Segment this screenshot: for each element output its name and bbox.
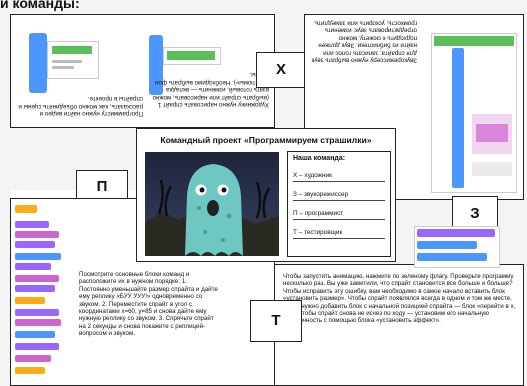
role-programmer: П – программист <box>293 207 385 220</box>
ghost-illustration <box>145 152 279 256</box>
panel-tester: Чтобы запустить анимацию, нажмите по зел… <box>274 264 524 386</box>
panel-sound-text: Звукорежиссеру нужно выбрать звук для сп… <box>311 19 417 64</box>
panel-artist: Художнику нужно нарисовать спрайт 1 (выб… <box>10 14 275 128</box>
header-partial: й команды: <box>0 0 80 11</box>
project-title: Командный проект «Программируем страшилк… <box>160 135 372 145</box>
panel-blocks-text: Посмотрите основные блоки команд и распо… <box>79 271 218 338</box>
scratch-costume-bar <box>149 35 163 95</box>
scratch-costume-block <box>163 47 221 65</box>
scratch-blocks-screenshot <box>15 205 75 379</box>
panel-left-text: Программисту нужно найти видео и рассказ… <box>18 95 143 118</box>
scratch-looks-screenshot <box>414 226 500 268</box>
scratch-sound-editor-screenshot <box>431 33 517 193</box>
team-box: Наша команда: Х – художник З – звукорежи… <box>287 151 391 257</box>
role-tester: Т – тестировщик <box>293 226 385 239</box>
scratch-popup-screenshot <box>47 41 99 79</box>
tab-tester: Т <box>250 300 302 342</box>
panel-tester-text: Чтобы запустить анимацию, нажмите по зел… <box>283 273 516 325</box>
role-artist: Х – художник <box>293 169 385 182</box>
project-card: Командный проект «Программируем страшилк… <box>136 128 396 262</box>
tab-artist: Х <box>256 52 306 88</box>
scratch-sidebar-screenshot <box>29 33 47 93</box>
panel-artist-text: Художнику нужно нарисовать спрайт 1 (выб… <box>152 71 269 109</box>
team-heading: Наша команда: <box>293 155 346 162</box>
role-sound: З – звукорежиссер <box>293 188 385 201</box>
ghost-icon <box>145 164 279 256</box>
